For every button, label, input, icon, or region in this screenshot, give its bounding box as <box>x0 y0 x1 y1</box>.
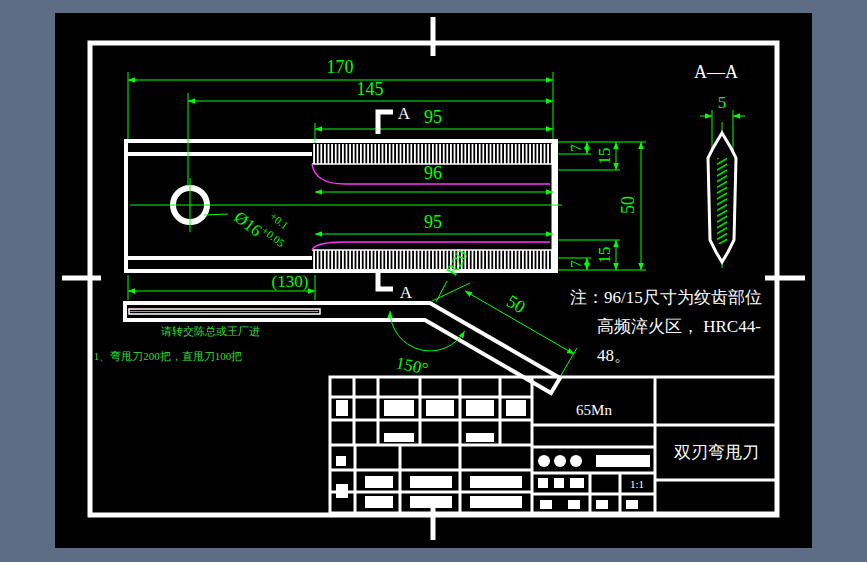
dimension-value: 50 <box>619 196 637 214</box>
dimension-value: 7 <box>569 260 584 268</box>
dimension-value: 5 <box>718 94 727 111</box>
handwritten-note: 请转交陈总或王厂进 <box>161 326 260 337</box>
technical-note: 注：96/15尺寸为纹齿部位 高频淬火区， HRC44-48。 <box>570 283 770 370</box>
dimension-value: 95 <box>424 213 442 231</box>
scale-cell: 1:1 <box>630 479 644 490</box>
dimension-value: 96 <box>424 164 442 182</box>
dimension-value: 170 <box>327 58 354 76</box>
dimension-value: 7 <box>569 144 584 152</box>
dimension-value: 95 <box>424 108 442 126</box>
dimension-value: 145 <box>357 80 384 98</box>
section-mark: A <box>400 284 412 301</box>
dimension-value: 15 <box>596 148 613 165</box>
handwritten-note: 1、弯甩刀200把，直甩刀100把 <box>94 351 243 362</box>
section-mark: A <box>398 105 410 122</box>
dimension-value: 15 <box>596 247 613 264</box>
dimension-value: (130) <box>272 273 309 290</box>
section-title: A—A <box>694 63 738 81</box>
material-cell: 65Mn <box>576 403 612 418</box>
drawing-name-cell: 双刃弯甩刀 <box>674 444 759 461</box>
